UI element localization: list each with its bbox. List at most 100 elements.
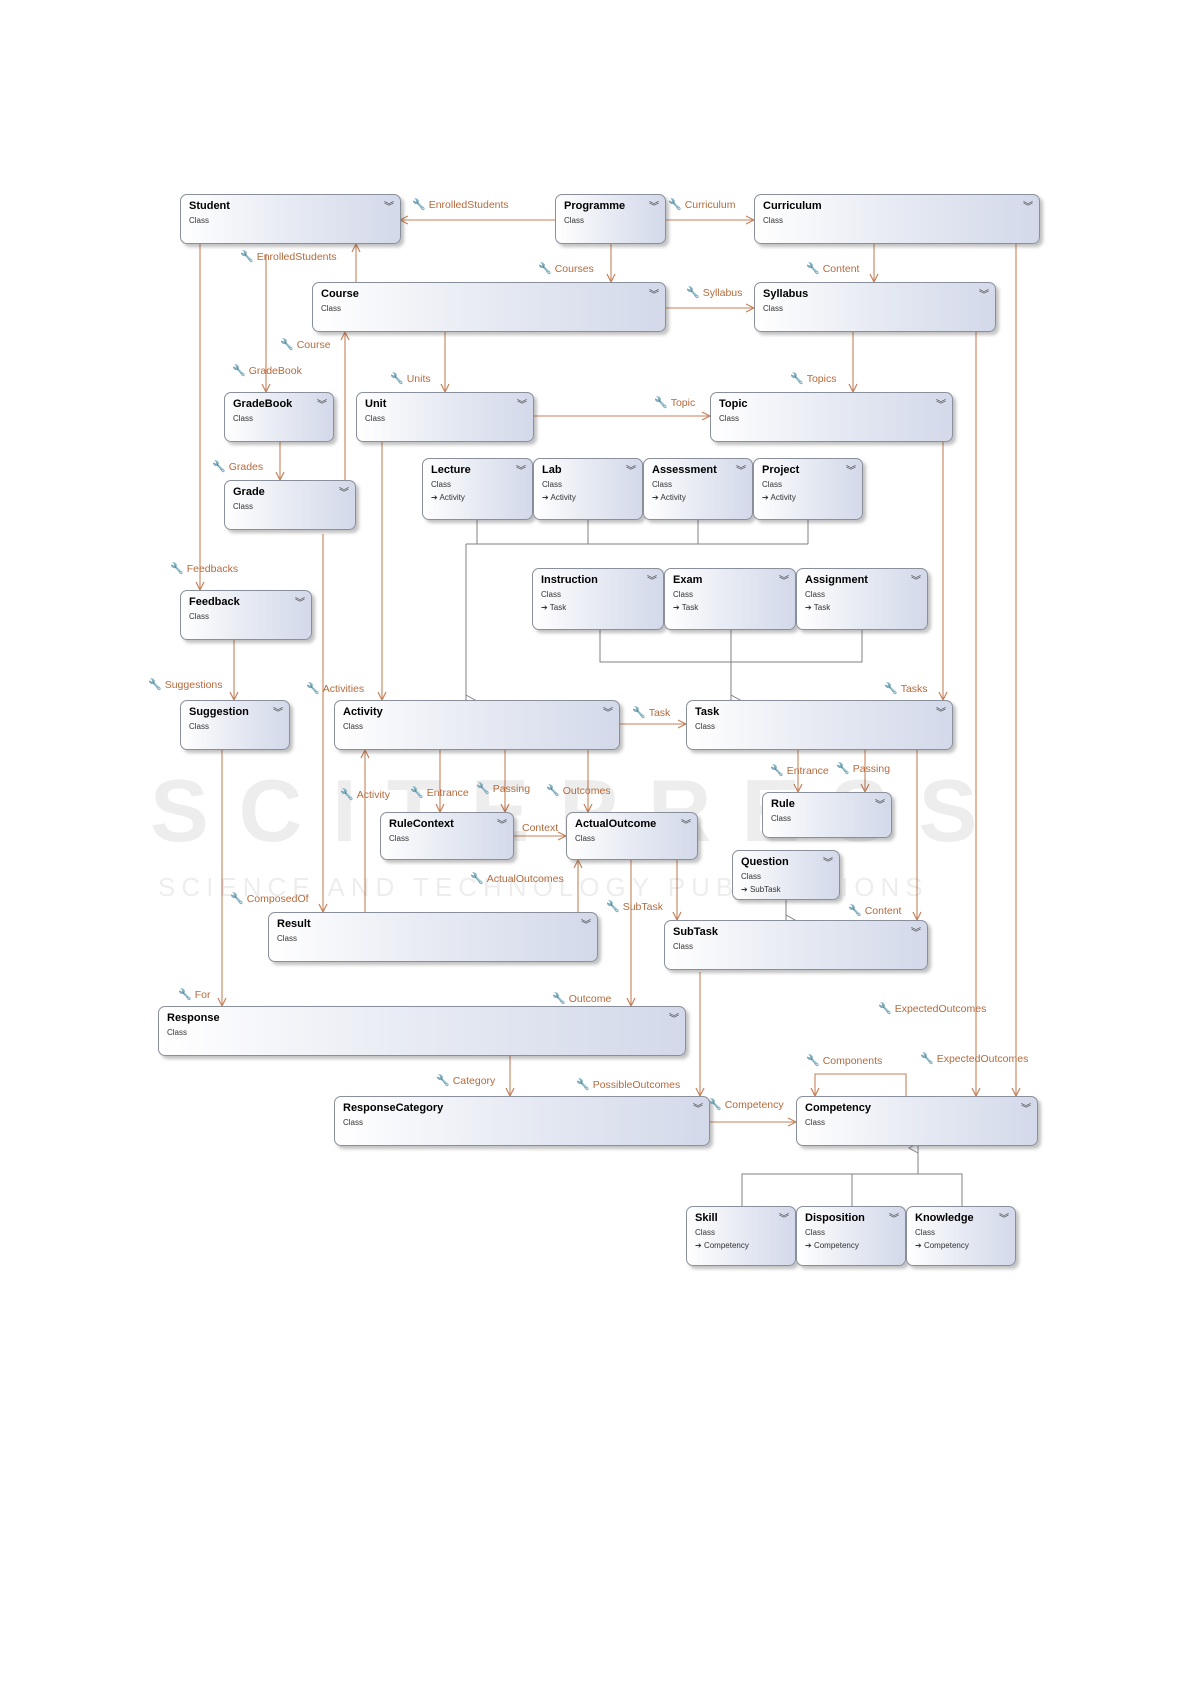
- collapse-icon[interactable]: ︾: [779, 1214, 789, 1225]
- collapse-icon[interactable]: ︾: [681, 820, 691, 831]
- collapse-icon[interactable]: ︾: [823, 858, 833, 869]
- collapse-icon[interactable]: ︾: [626, 466, 636, 477]
- collapse-icon[interactable]: ︾: [295, 598, 305, 609]
- class-syllabus[interactable]: Syllabus Class ︾: [754, 282, 996, 332]
- assoc-label-activity[interactable]: 🔧Activity: [340, 788, 390, 801]
- assoc-label-components[interactable]: 🔧Components: [806, 1054, 882, 1067]
- collapse-icon[interactable]: ︾: [273, 708, 283, 719]
- assoc-label-task[interactable]: 🔧Task: [632, 706, 670, 719]
- assoc-label-competency[interactable]: 🔧Competency: [708, 1098, 784, 1111]
- assoc-label-expectedoutcomes-2[interactable]: 🔧ExpectedOutcomes: [920, 1052, 1028, 1065]
- assoc-label-enrolledstudents-2[interactable]: 🔧EnrolledStudents: [240, 250, 337, 263]
- assoc-label-actualoutcomes[interactable]: 🔧ActualOutcomes: [470, 872, 564, 885]
- collapse-icon[interactable]: ︾: [384, 202, 394, 213]
- assoc-label-units[interactable]: 🔧Units: [390, 372, 431, 385]
- collapse-icon[interactable]: ︾: [647, 576, 657, 587]
- class-assessment[interactable]: Assessment Class ➔ Activity ︾: [643, 458, 753, 520]
- collapse-icon[interactable]: ︾: [1021, 1104, 1031, 1115]
- class-programme[interactable]: Programme Class ︾: [555, 194, 666, 244]
- collapse-icon[interactable]: ︾: [497, 820, 507, 831]
- collapse-icon[interactable]: ︾: [875, 800, 885, 811]
- collapse-icon[interactable]: ︾: [999, 1214, 1009, 1225]
- collapse-icon[interactable]: ︾: [889, 1214, 899, 1225]
- assoc-label-activities[interactable]: 🔧Activities: [306, 682, 364, 695]
- assoc-label-gradebook[interactable]: 🔧GradeBook: [232, 364, 302, 377]
- assoc-label-grades[interactable]: 🔧Grades: [212, 460, 263, 473]
- class-project[interactable]: Project Class ➔ Activity ︾: [753, 458, 863, 520]
- collapse-icon[interactable]: ︾: [516, 466, 526, 477]
- class-competency[interactable]: Competency Class ︾: [796, 1096, 1038, 1146]
- class-lecture[interactable]: Lecture Class ➔ Activity ︾: [422, 458, 533, 520]
- class-rule[interactable]: Rule Class ︾: [762, 792, 892, 838]
- collapse-icon[interactable]: ︾: [581, 920, 591, 931]
- collapse-icon[interactable]: ︾: [603, 708, 613, 719]
- class-activity[interactable]: Activity Class ︾: [334, 700, 620, 750]
- assoc-label-content-2[interactable]: 🔧Content: [848, 904, 901, 917]
- collapse-icon[interactable]: ︾: [779, 576, 789, 587]
- class-unit[interactable]: Unit Class ︾: [356, 392, 534, 442]
- class-exam[interactable]: Exam Class ➔ Task ︾: [664, 568, 796, 630]
- collapse-icon[interactable]: ︾: [649, 202, 659, 213]
- assoc-label-expectedoutcomes[interactable]: 🔧ExpectedOutcomes: [878, 1002, 986, 1015]
- class-skill[interactable]: Skill Class ➔ Competency ︾: [686, 1206, 796, 1266]
- assoc-label-entrance-2[interactable]: 🔧Entrance: [770, 764, 829, 777]
- class-topic[interactable]: Topic Class ︾: [710, 392, 953, 442]
- assoc-label-topics[interactable]: 🔧Topics: [790, 372, 836, 385]
- class-assignment[interactable]: Assignment Class ➔ Task ︾: [796, 568, 928, 630]
- assoc-label-category[interactable]: 🔧Category: [436, 1074, 495, 1087]
- class-curriculum[interactable]: Curriculum Class ︾: [754, 194, 1040, 244]
- class-suggestion[interactable]: Suggestion Class ︾: [180, 700, 290, 750]
- collapse-icon[interactable]: ︾: [339, 488, 349, 499]
- assoc-label-topic[interactable]: 🔧Topic: [654, 396, 695, 409]
- assoc-label-course[interactable]: 🔧Course: [280, 338, 331, 351]
- collapse-icon[interactable]: ︾: [911, 928, 921, 939]
- class-responsecategory[interactable]: ResponseCategory Class ︾: [334, 1096, 710, 1146]
- assoc-label-outcomes[interactable]: 🔧Outcomes: [546, 784, 611, 797]
- class-disposition[interactable]: Disposition Class ➔ Competency ︾: [796, 1206, 906, 1266]
- class-knowledge[interactable]: Knowledge Class ➔ Competency ︾: [906, 1206, 1016, 1266]
- assoc-label-enrolledstudents[interactable]: 🔧EnrolledStudents: [412, 198, 509, 211]
- collapse-icon[interactable]: ︾: [846, 466, 856, 477]
- class-subtask[interactable]: SubTask Class ︾: [664, 920, 928, 970]
- collapse-icon[interactable]: ︾: [936, 400, 946, 411]
- assoc-label-for[interactable]: 🔧For: [178, 988, 210, 1001]
- class-task[interactable]: Task Class ︾: [686, 700, 953, 750]
- assoc-label-subtask[interactable]: 🔧SubTask: [606, 900, 663, 913]
- collapse-icon[interactable]: ︾: [736, 466, 746, 477]
- assoc-label-possibleoutcomes[interactable]: 🔧PossibleOutcomes: [576, 1078, 680, 1091]
- assoc-label-composedof[interactable]: 🔧ComposedOf: [230, 892, 309, 905]
- collapse-icon[interactable]: ︾: [911, 576, 921, 587]
- class-student[interactable]: Student Class ︾: [180, 194, 401, 244]
- class-question[interactable]: Question Class ➔ SubTask ︾: [732, 850, 840, 900]
- class-gradebook[interactable]: GradeBook Class ︾: [224, 392, 334, 442]
- assoc-label-passing[interactable]: 🔧Passing: [476, 782, 530, 795]
- class-course[interactable]: Course Class ︾: [312, 282, 666, 332]
- collapse-icon[interactable]: ︾: [649, 290, 659, 301]
- class-response[interactable]: Response Class ︾: [158, 1006, 686, 1056]
- assoc-label-passing-2[interactable]: 🔧Passing: [836, 762, 890, 775]
- assoc-label-context[interactable]: Context: [522, 822, 558, 834]
- assoc-label-tasks[interactable]: 🔧Tasks: [884, 682, 928, 695]
- collapse-icon[interactable]: ︾: [317, 400, 327, 411]
- collapse-icon[interactable]: ︾: [1023, 202, 1033, 213]
- collapse-icon[interactable]: ︾: [979, 290, 989, 301]
- class-instruction[interactable]: Instruction Class ➔ Task ︾: [532, 568, 664, 630]
- assoc-label-curriculum[interactable]: 🔧Curriculum: [668, 198, 735, 211]
- class-lab[interactable]: Lab Class ➔ Activity ︾: [533, 458, 643, 520]
- assoc-label-entrance[interactable]: 🔧Entrance: [410, 786, 469, 799]
- assoc-label-content[interactable]: 🔧Content: [806, 262, 859, 275]
- collapse-icon[interactable]: ︾: [669, 1014, 679, 1025]
- collapse-icon[interactable]: ︾: [936, 708, 946, 719]
- collapse-icon[interactable]: ︾: [693, 1104, 703, 1115]
- class-result[interactable]: Result Class ︾: [268, 912, 598, 962]
- assoc-label-suggestions[interactable]: 🔧Suggestions: [148, 678, 223, 691]
- class-feedback[interactable]: Feedback Class ︾: [180, 590, 312, 640]
- class-rulecontext[interactable]: RuleContext Class ︾: [380, 812, 514, 860]
- assoc-label-feedbacks[interactable]: 🔧Feedbacks: [170, 562, 238, 575]
- assoc-label-syllabus[interactable]: 🔧Syllabus: [686, 286, 742, 299]
- assoc-label-courses[interactable]: 🔧Courses: [538, 262, 594, 275]
- class-actualoutcome[interactable]: ActualOutcome Class ︾: [566, 812, 698, 860]
- collapse-icon[interactable]: ︾: [517, 400, 527, 411]
- assoc-label-outcome[interactable]: 🔧Outcome: [552, 992, 611, 1005]
- class-grade[interactable]: Grade Class ︾: [224, 480, 356, 530]
